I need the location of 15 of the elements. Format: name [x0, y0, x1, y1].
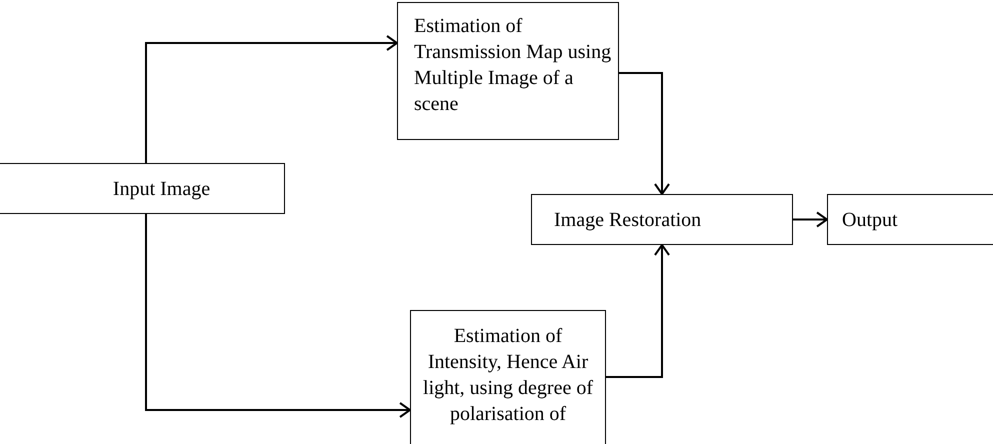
box-label: Output [842, 208, 898, 232]
box-label: Image Restoration [554, 208, 702, 232]
arrow [145, 214, 411, 418]
process-box [410, 310, 606, 444]
box-label: Estimation of Transmission Map using Multiple Image of a scene [414, 14, 612, 117]
process-box [827, 194, 993, 245]
arrow [606, 244, 670, 378]
arrow [619, 72, 670, 195]
process-box [397, 2, 619, 140]
arrow [793, 212, 828, 228]
process-box [531, 194, 793, 245]
arrow [145, 35, 398, 163]
box-label: Estimation of Intensity, Hence Air light, using degree of polarisation of [422, 324, 594, 427]
box-label: Input Image [112, 176, 210, 202]
process-box [0, 163, 285, 214]
